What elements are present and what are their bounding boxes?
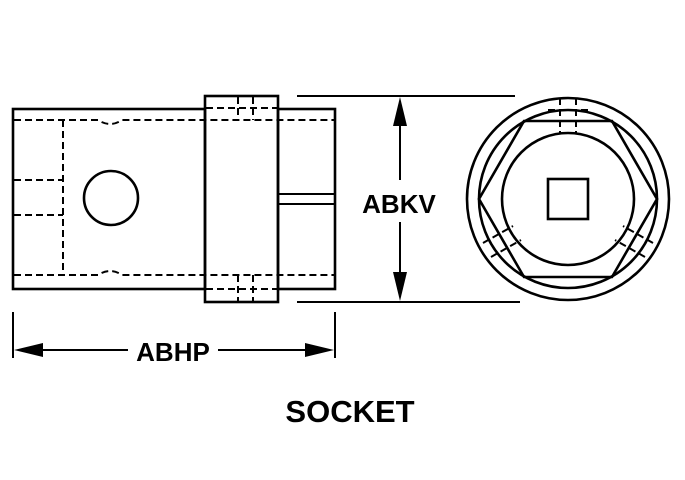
collar (203, 94, 280, 304)
drive-end-body (11, 107, 207, 291)
diameter-dimension: ABKV (297, 95, 520, 303)
end-pin-right-b (614, 239, 646, 258)
bore-circle (500, 131, 636, 267)
end-view (465, 96, 671, 302)
detent-hole (82, 169, 140, 227)
diameter-dimension-label: ABKV (362, 189, 436, 219)
socket-end-body (276, 107, 337, 291)
inner-circle (477, 108, 659, 290)
square-drive-hole (546, 177, 590, 221)
length-dimension-label: ABHP (136, 337, 210, 367)
arrowhead-right (305, 343, 334, 357)
end-pin-left-b (490, 239, 522, 258)
hex-socket (477, 119, 659, 279)
arrowhead-up (393, 97, 407, 126)
outer-circle (465, 96, 671, 302)
arrowhead-down (393, 272, 407, 301)
drawing-title: SOCKET (285, 394, 414, 429)
end-pin-right-a (622, 225, 654, 244)
length-dimension: ABHP (12, 312, 336, 367)
side-view (11, 94, 337, 304)
end-pin-left-a (482, 225, 514, 244)
arrowhead-left (14, 343, 43, 357)
